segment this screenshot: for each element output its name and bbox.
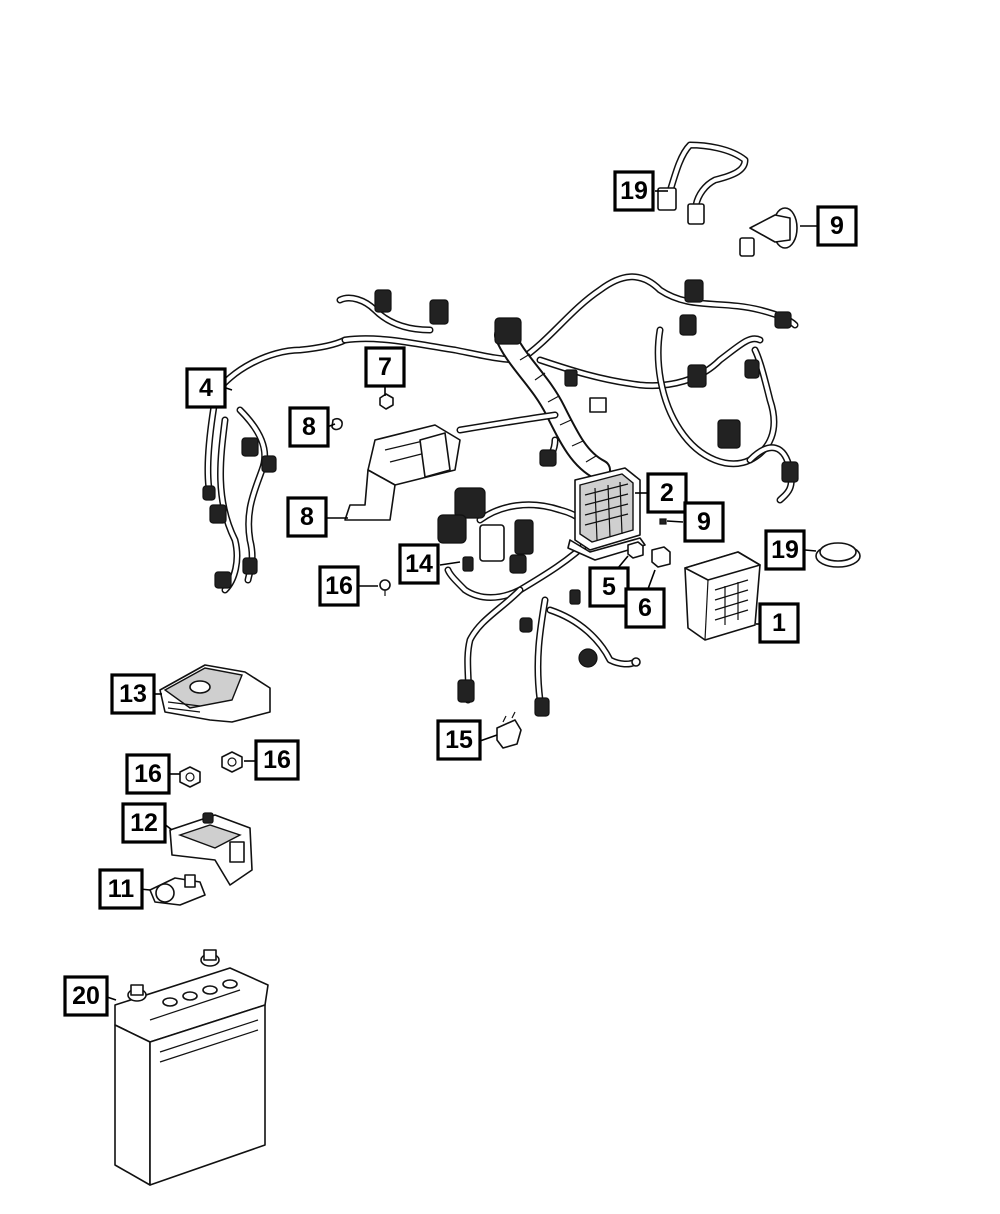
part-17-screw — [379, 579, 391, 596]
callout-16-left: 16 — [125, 753, 171, 795]
callout-15: 15 — [436, 719, 482, 761]
svg-text:1: 1 — [772, 609, 786, 637]
part-18-grommet — [815, 542, 861, 568]
part-1-control-module — [684, 551, 761, 641]
svg-text:19: 19 — [771, 536, 799, 564]
svg-text:9: 9 — [697, 508, 711, 536]
part-15-clip — [496, 711, 522, 749]
part-11-negative-terminal — [149, 874, 206, 906]
svg-text:16: 16 — [325, 572, 353, 600]
callout-9-left: 8 — [288, 406, 330, 448]
part-16-nut-left — [179, 766, 201, 788]
part-2-fuse-box — [567, 467, 646, 561]
callout-14: 14 — [398, 543, 440, 585]
callout-1: 1 — [758, 602, 800, 644]
callout-8: 8 — [286, 496, 328, 538]
part-6-relay — [651, 546, 671, 568]
svg-text:20: 20 — [72, 982, 100, 1010]
callout-6: 6 — [624, 587, 666, 629]
part-5-relay — [627, 541, 644, 559]
part-16-nut-right — [221, 751, 243, 773]
part-10-bulb-socket — [739, 207, 798, 257]
svg-text:8: 8 — [302, 413, 316, 441]
callout-18: 19 — [764, 529, 806, 571]
callout-4: 9 — [683, 501, 725, 543]
svg-text:15: 15 — [445, 726, 473, 754]
callout-11: 11 — [98, 868, 144, 910]
part-20-battery — [114, 949, 269, 1186]
callout-5: 5 — [588, 566, 630, 608]
svg-text:2: 2 — [660, 479, 674, 507]
callout-19: 19 — [613, 170, 655, 212]
callout-9-top: 7 — [364, 346, 406, 388]
wiring-harness — [202, 273, 799, 717]
callout-2: 2 — [646, 472, 688, 514]
callout-17: 16 — [318, 565, 360, 607]
callout-12: 12 — [121, 802, 167, 844]
svg-text:5: 5 — [602, 573, 616, 601]
svg-text:11: 11 — [108, 875, 135, 903]
callout-13: 13 — [110, 673, 156, 715]
callout-20: 1020 — [63, 975, 109, 1017]
svg-text:16: 16 — [134, 760, 162, 788]
svg-text:12: 12 — [130, 809, 158, 837]
svg-text:13: 13 — [119, 680, 147, 708]
svg-text:8: 8 — [300, 503, 314, 531]
part-19-harness-jumper — [657, 141, 749, 225]
callout-7: 4 — [185, 367, 227, 409]
svg-text:19: 19 — [620, 177, 648, 205]
part-14-connector — [462, 556, 474, 572]
svg-text:4: 4 — [199, 374, 213, 402]
svg-text:9: 9 — [830, 212, 844, 240]
svg-text:14: 14 — [405, 550, 433, 578]
callout-16-right: 1816 — [254, 739, 300, 781]
part-13-terminal-cover — [159, 664, 271, 723]
part-4-fuse — [659, 518, 667, 525]
svg-text:7: 7 — [378, 353, 392, 381]
part-9-nuts — [331, 393, 394, 431]
callout-10: 9 — [816, 205, 858, 247]
svg-text:6: 6 — [638, 594, 652, 622]
part-8-bracket — [344, 424, 461, 521]
svg-text:16: 16 — [263, 746, 291, 774]
part-12-positive-terminal — [169, 812, 253, 886]
